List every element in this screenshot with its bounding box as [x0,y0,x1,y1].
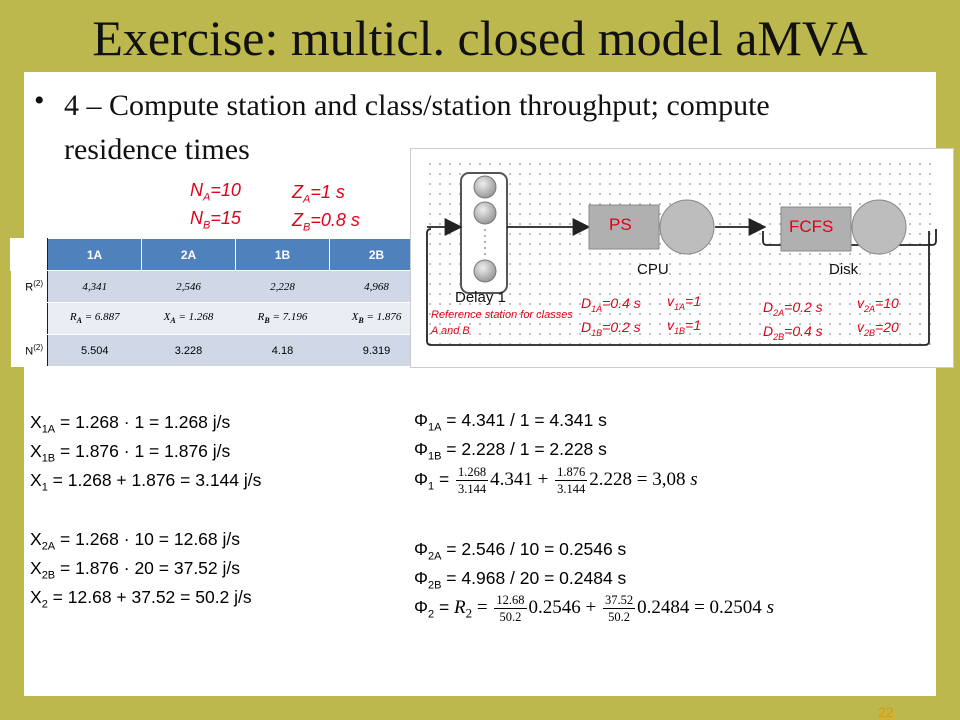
eq-x2b: X2B = 1.876 · 20 = 37.52 j/s [30,558,241,582]
eq-x2a: X2A = 1.268 · 10 = 12.68 j/s [30,529,241,553]
delay-label: Delay 1 [455,289,506,306]
d2a-label: D2A=0.2 s [763,299,823,318]
table-row: N(2) 5.504 3.228 4.18 9.319 [10,334,424,367]
queueing-network-diagram: PS FCFS CPU Disk Delay 1 Reference stati… [410,148,954,368]
param-za: ZA=1 s [292,182,345,206]
eq-x2: X2 = 12.68 + 37.52 = 50.2 j/s [30,587,252,611]
table-cell: 4,341 [47,270,142,303]
d1b-label: D1B=0.2 s [581,319,641,338]
eq-x1a: X1A = 1.268 · 1 = 1.268 j/s [30,412,231,436]
d1a-label: D1A=0.4 s [581,295,641,314]
table-cell: RB = 7.196 [235,302,330,335]
table-cell: 2,228 [235,270,330,303]
fcfs-station [780,199,907,255]
ps-station [588,199,715,255]
v2b-label: v2B=20 [857,319,899,338]
table-cell: 2,546 [141,270,236,303]
param-zb: ZB=0.8 s [292,210,360,234]
table-row: R(2) 4,341 2,546 2,228 4,968 [10,270,424,303]
param-nb: NB=15 [190,208,241,232]
cpu-label: CPU [637,261,669,278]
table-cell: 4,968 [329,270,424,303]
table-header: 2A [141,238,236,271]
results-table: 1A 2A 1B 2B R(2) 4,341 2,546 2,228 4,968… [10,238,424,367]
table-cell: 3.228 [141,334,236,367]
table-cell: 5.504 [47,334,142,367]
bullet-symbol: • [34,84,45,117]
v1a-label: v1A=1 [667,293,701,312]
table-row: RA = 6.887 XA = 1.268 RB = 7.196 XB = 1.… [10,302,424,335]
reference-station-note: Reference station for classes A and B [431,309,573,337]
ps-label: PS [609,215,632,234]
fcfs-label: FCFS [789,217,834,236]
row-label-n: N(2) [10,334,48,367]
table-cell: 9.319 [329,334,424,367]
table-cell: RA = 6.887 [47,302,142,335]
table-header-row: 1A 2A 1B 2B [10,238,424,271]
d2b-label: D2B=0.4 s [763,323,823,342]
param-na: NA=10 [190,180,241,204]
row-label-r: R(2) [10,270,48,303]
eq-x1b: X1B = 1.876 · 1 = 1.876 j/s [30,441,231,465]
v1b-label: v1B=1 [667,317,701,336]
table-cell: XA = 1.268 [141,302,236,335]
page-number: 22 [878,704,894,720]
diagram-svg [426,172,937,346]
v2a-label: v2A=10 [857,295,899,314]
delay-station [460,172,508,294]
table-cell: 4.18 [235,334,330,367]
row-label-empty [10,302,48,335]
eq-phi2b: Φ2B = 4.968 / 20 = 0.2484 s [414,568,627,592]
eq-phi2a: Φ2A = 2.546 / 10 = 0.2546 s [414,539,627,563]
disk-label: Disk [829,261,859,278]
eq-phi1a: Φ1A = 4.341 / 1 = 4.341 s [414,410,607,434]
slide-title: Exercise: multicl. closed model aMVA [92,10,868,66]
table-header: 1A [47,238,142,271]
eq-phi1b: Φ1B = 2.228 / 1 = 2.228 s [414,439,607,463]
table-corner [10,238,48,271]
table-cell: XB = 1.876 [329,302,424,335]
eq-x1: X1 = 1.268 + 1.876 = 3.144 j/s [30,470,262,494]
table-header: 1B [235,238,330,271]
bullet-text: 4 – Compute station and class/station th… [64,89,770,166]
